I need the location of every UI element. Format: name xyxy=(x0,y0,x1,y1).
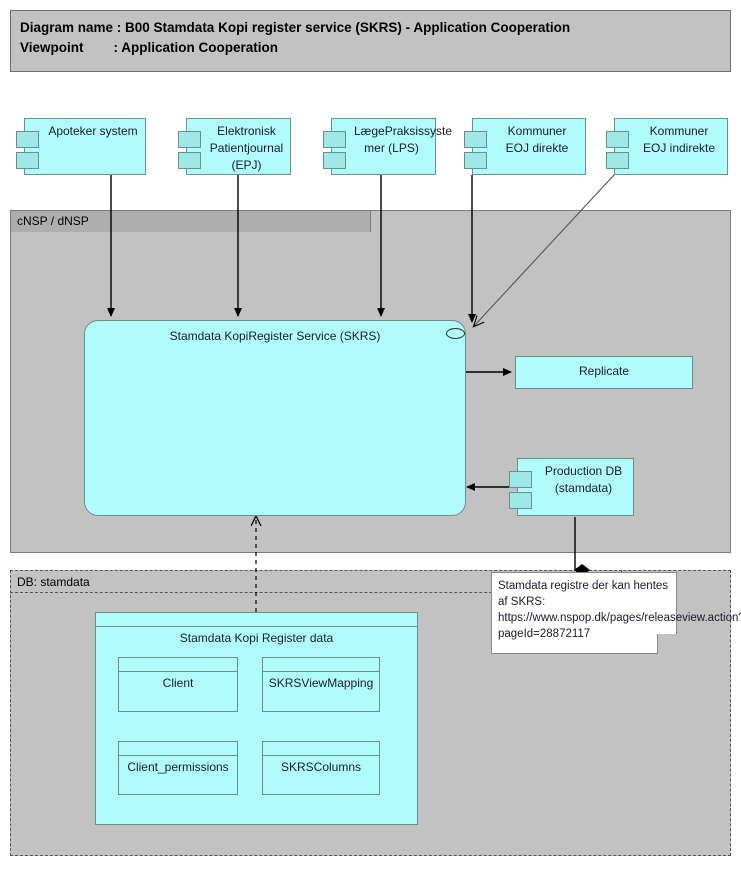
component-port-icon xyxy=(509,492,532,509)
entity-label: SKRSColumns xyxy=(280,760,362,774)
component-production-db[interactable]: Production DB (stamdata) xyxy=(509,458,634,516)
component-label: LægePraksissyste mer (LPS) xyxy=(354,124,453,155)
note-box xyxy=(491,572,677,654)
entity-skrscolumns[interactable]: SKRSColumns xyxy=(262,741,380,795)
component-port-icon xyxy=(16,152,39,169)
component-port-icon xyxy=(178,131,201,148)
service-label: Stamdata KopiRegister Service (SKRS) xyxy=(169,329,381,343)
component-port-icon xyxy=(464,152,487,169)
data-object-label: Stamdata Kopi Register data xyxy=(179,631,334,645)
component-port-icon xyxy=(606,152,629,169)
replicate-label: Replicate xyxy=(578,364,630,378)
component-port-icon xyxy=(16,131,39,148)
component-port-icon xyxy=(323,152,346,169)
component-apoteker-system[interactable]: Apoteker system xyxy=(16,118,146,175)
entity-label: Client_permissions xyxy=(127,760,229,774)
entity-header-strip xyxy=(263,742,379,756)
entity-client-permissions[interactable]: Client_permissions xyxy=(118,741,238,795)
entity-label: Client xyxy=(162,676,194,690)
component-kommuner-eoj-indirekte[interactable]: Kommuner EOJ indirekte xyxy=(606,118,728,175)
entity-header-strip xyxy=(119,658,237,672)
component-elektronisk-patientjournal[interactable]: Elektronisk Patientjournal (EPJ) xyxy=(178,118,291,175)
component-port-icon xyxy=(464,131,487,148)
service-stamdata-kopiregister[interactable] xyxy=(84,320,466,516)
component-port-icon xyxy=(606,131,629,148)
service-replicate[interactable] xyxy=(515,356,693,389)
entity-header-strip xyxy=(263,658,379,672)
group-cnsp-dnsp-tab xyxy=(10,210,371,232)
component-label: Production DB (stamdata) xyxy=(544,464,623,495)
component-port-icon xyxy=(509,471,532,488)
viewpoint-line: Viewpoint : Application Cooperation xyxy=(20,40,279,55)
diagram-name-line: Diagram name : B00 Stamdata Kopi registe… xyxy=(20,20,571,35)
component-label: Apoteker system xyxy=(48,124,138,138)
data-object-header-strip xyxy=(96,613,417,627)
note-text: Stamdata registre der kan hentes af SKRS… xyxy=(498,580,741,640)
component-port-icon xyxy=(178,152,201,169)
component-label: Kommuner EOJ direkte xyxy=(505,124,569,155)
entity-header-strip xyxy=(119,742,237,756)
note-fold-corner-icon xyxy=(657,634,677,654)
component-port-icon xyxy=(323,131,346,148)
entity-skrsviewmapping[interactable]: SKRSViewMapping xyxy=(262,657,380,712)
component-label: Kommuner EOJ indirekte xyxy=(642,124,716,155)
component-kommuner-eoj-direkte[interactable]: Kommuner EOJ direkte xyxy=(464,118,586,175)
entity-client[interactable]: Client xyxy=(118,657,238,712)
application-service-oval-icon xyxy=(446,328,465,339)
entity-label: SKRSViewMapping xyxy=(268,676,374,690)
component-label: Elektronisk Patientjournal (EPJ) xyxy=(209,124,284,172)
group-cnsp-dnsp-label: cNSP / dNSP xyxy=(17,214,89,228)
component-laegepraksissystemer-lps[interactable]: LægePraksissyste mer (LPS) xyxy=(323,118,453,175)
group-db-stamdata-label: DB: stamdata xyxy=(17,575,90,589)
diagram-header: Diagram name : B00 Stamdata Kopi registe… xyxy=(10,10,731,72)
